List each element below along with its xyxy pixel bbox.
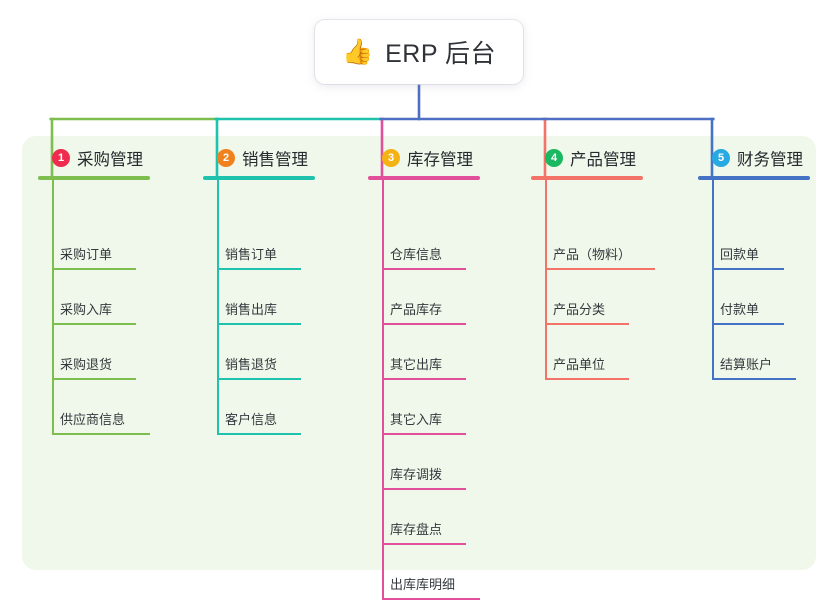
child-label: 其它入库 [390, 412, 443, 427]
child-label: 结算账户 [720, 357, 773, 372]
child-underline [382, 268, 466, 270]
branch-number-badge: 4 [545, 149, 563, 167]
child-label: 其它出库 [390, 357, 443, 372]
branch-header-5[interactable]: 5 财务管理 [698, 146, 810, 180]
child-underline [712, 268, 784, 270]
child-spine [382, 180, 384, 600]
child-label: 客户信息 [225, 412, 278, 427]
child-label: 销售出库 [225, 302, 278, 317]
child-underline [52, 433, 150, 435]
child-item[interactable]: 产品单位 [531, 180, 635, 380]
branch-title: 销售管理 [242, 151, 308, 169]
branch-title: 库存管理 [407, 151, 473, 169]
child-label: 回款单 [720, 247, 760, 262]
branch-underline [203, 176, 315, 180]
branch-number-badge: 5 [712, 149, 730, 167]
child-underline [52, 323, 136, 325]
child-underline [382, 433, 466, 435]
child-label: 产品（物料） [553, 247, 632, 262]
branch-number-badge: 2 [217, 149, 235, 167]
child-label: 采购退货 [60, 357, 113, 372]
child-underline [382, 488, 466, 490]
branch-title: 产品管理 [570, 151, 636, 169]
child-underline [217, 323, 301, 325]
child-underline [545, 268, 655, 270]
child-item[interactable]: 出库库明细 [368, 180, 486, 600]
child-label: 产品库存 [390, 302, 443, 317]
child-spine [712, 180, 714, 380]
child-underline [382, 378, 466, 380]
thumbs-up-icon: 👍 [341, 37, 374, 66]
child-spine [52, 180, 54, 435]
child-item[interactable]: 客户信息 [203, 180, 307, 435]
child-underline [712, 323, 784, 325]
root-title: ERP 后台 [385, 40, 497, 68]
branch-header-3[interactable]: 3 库存管理 [368, 146, 480, 180]
child-label: 付款单 [720, 302, 760, 317]
child-label: 产品单位 [553, 357, 606, 372]
child-label: 库存调拨 [390, 467, 443, 482]
branch-1: 1 采购管理采购订单采购入库采购退货供应商信息 [38, 146, 150, 435]
child-spine [545, 180, 547, 380]
child-underline [545, 323, 629, 325]
branch-5: 5 财务管理回款单付款单结算账户 [698, 146, 810, 380]
child-underline [217, 378, 301, 380]
child-underline [382, 543, 466, 545]
child-label: 库存盘点 [390, 522, 443, 537]
child-label: 销售退货 [225, 357, 278, 372]
child-spine [217, 180, 219, 435]
child-underline [52, 268, 136, 270]
branch-underline [38, 176, 150, 180]
child-label: 供应商信息 [60, 412, 126, 427]
branch-number-badge: 1 [52, 149, 70, 167]
branch-4: 4 产品管理产品（物料） 产品分类产品单位 [531, 146, 655, 380]
child-label: 产品分类 [553, 302, 606, 317]
branch-header-1[interactable]: 1 采购管理 [38, 146, 150, 180]
child-label: 仓库信息 [390, 247, 443, 262]
child-item[interactable]: 供应商信息 [38, 180, 156, 435]
child-underline [217, 433, 301, 435]
branch-3: 3 库存管理仓库信息产品库存其它出库其它入库库存调拨库存盘点出库库明细 [368, 146, 480, 600]
branch-number-badge: 3 [382, 149, 400, 167]
child-underline [382, 323, 466, 325]
branch-title: 财务管理 [737, 151, 803, 169]
branch-underline [531, 176, 643, 180]
branches-panel [22, 136, 816, 570]
branch-header-2[interactable]: 2 销售管理 [203, 146, 315, 180]
branch-underline [368, 176, 480, 180]
root-node[interactable]: 👍 ERP 后台 [315, 20, 523, 84]
child-label: 采购订单 [60, 247, 113, 262]
branch-title: 采购管理 [77, 151, 143, 169]
child-label: 采购入库 [60, 302, 113, 317]
branch-2: 2 销售管理销售订单销售出库销售退货客户信息 [203, 146, 315, 435]
branch-header-4[interactable]: 4 产品管理 [531, 146, 643, 180]
child-underline [217, 268, 301, 270]
child-underline [52, 378, 136, 380]
child-underline [712, 378, 796, 380]
child-underline [545, 378, 629, 380]
child-item[interactable]: 结算账户 [698, 180, 802, 380]
child-label: 出库库明细 [390, 577, 456, 592]
branch-underline [698, 176, 810, 180]
child-label: 销售订单 [225, 247, 278, 262]
